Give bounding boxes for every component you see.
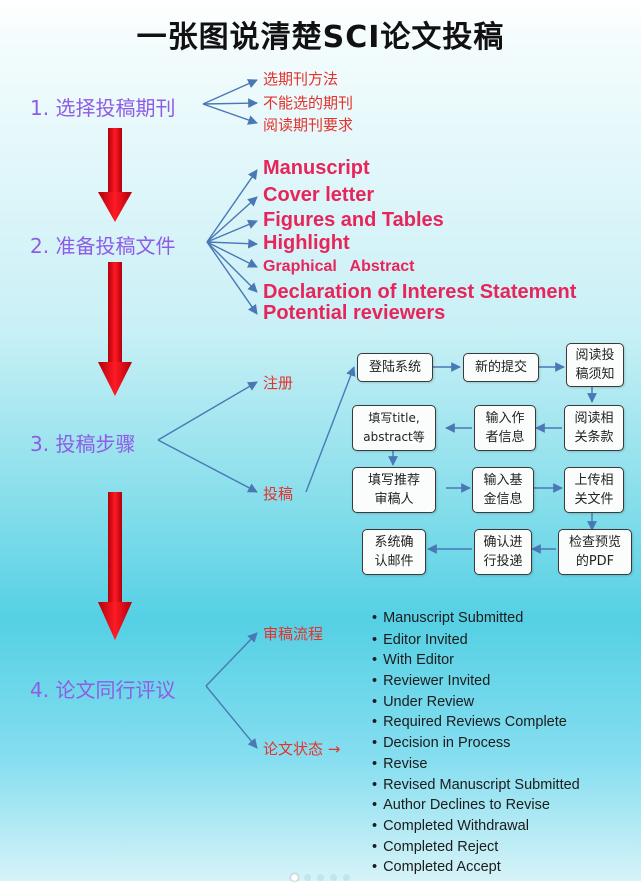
pager-dot[interactable] [343, 874, 350, 881]
process-box-text: 登陆系统 [368, 360, 421, 375]
bullet-icon: • [372, 735, 378, 751]
process-box-text: 输入基 金信息 [483, 473, 523, 507]
step-1-label: 1. 选择投稿期刊 [30, 96, 176, 120]
pager-dot[interactable] [317, 874, 324, 881]
status-text: Editor Invited [383, 632, 468, 648]
process-box-read-instructions: 阅读投 稿须知 [566, 343, 624, 387]
process-box-text: 上传相 关文件 [574, 473, 614, 507]
process-box-check-pdf: 检查预览 的PDF [558, 529, 632, 575]
process-box-text: 阅读投 稿须知 [575, 348, 615, 382]
process-box-suggest-reviewers: 填写推荐 审稿人 [352, 467, 436, 513]
step-1-item-1: 选期刊方法 [263, 70, 339, 88]
red-down-arrow-2 [98, 262, 132, 396]
pager-dot[interactable] [330, 874, 337, 881]
process-box-text: 新的提交 [474, 360, 527, 375]
status-text: Revised Manuscript Submitted [383, 777, 580, 793]
bullet-icon: • [372, 756, 378, 772]
process-box-text: 确认进 行投递 [483, 535, 523, 569]
status-item: • With Editor [372, 652, 454, 668]
red-down-arrow-3 [98, 492, 132, 640]
step-2-item-highlight: Highlight [263, 232, 350, 254]
bullet-icon: • [372, 694, 378, 710]
bullet-icon: • [372, 610, 378, 626]
process-box-confirm-submit: 确认进 行投递 [474, 529, 532, 575]
status-text: Completed Reject [383, 839, 499, 855]
status-text: Decision in Process [383, 735, 511, 751]
step-4-item-review-process: 审稿流程 [263, 625, 324, 643]
process-box-new-submission: 新的提交 [463, 353, 539, 382]
status-item: • Under Review [372, 694, 474, 710]
process-box-confirm-email: 系统确 认邮件 [362, 529, 426, 575]
status-item: • Required Reviews Complete [372, 714, 567, 730]
status-item: • Completed Reject [372, 839, 498, 855]
step-4-label: 4. 论文同行评议 [30, 678, 176, 702]
status-text: Completed Withdrawal [383, 818, 529, 834]
process-box-login: 登陆系统 [357, 353, 433, 382]
bullet-icon: • [372, 839, 378, 855]
process-box-text: 输入作 者信息 [485, 411, 525, 445]
process-box-author-info: 输入作 者信息 [474, 405, 536, 451]
status-text: Manuscript Submitted [383, 610, 524, 626]
bullet-icon: • [372, 777, 378, 793]
status-text: Completed Accept [383, 859, 501, 875]
step-2-item-manuscript: Manuscript [263, 157, 370, 179]
step-3-label: 3. 投稿步骤 [30, 432, 136, 456]
bullet-icon: • [372, 818, 378, 834]
step-2-item-reviewers: Potential reviewers [263, 302, 446, 324]
carousel-pager[interactable] [0, 866, 641, 885]
step-2-item-figures-tables: Figures and Tables [263, 209, 444, 231]
process-box-text: 填写title, abstract等 [363, 411, 425, 444]
step-2-item-cover-letter: Cover letter [263, 184, 375, 206]
bullet-icon: • [372, 797, 378, 813]
bullet-icon: • [372, 652, 378, 668]
status-item: • Reviewer Invited [372, 673, 490, 689]
status-item: • Decision in Process [372, 735, 510, 751]
status-text: Under Review [383, 694, 475, 710]
bullet-icon: • [372, 673, 378, 689]
process-box-fill-title-abstract: 填写title, abstract等 [352, 405, 436, 451]
step-4-item-paper-status: 论文状态 → [263, 740, 341, 758]
process-box-text: 阅读相 关条款 [574, 411, 614, 445]
status-item: • Completed Accept [372, 859, 501, 875]
status-item: • Revise [372, 756, 427, 772]
status-item: • Completed Withdrawal [372, 818, 529, 834]
status-text: Reviewer Invited [383, 673, 491, 689]
status-item: • Manuscript Submitted [372, 610, 523, 626]
bullet-icon: • [372, 714, 378, 730]
page-title: 一张图说清楚SCI论文投稿 [136, 20, 505, 55]
red-down-arrow-1 [98, 128, 132, 222]
status-text: With Editor [383, 652, 454, 668]
process-box-text: 检查预览 的PDF [568, 535, 621, 569]
status-text: Required Reviews Complete [383, 714, 567, 730]
status-text: Revise [383, 756, 428, 772]
bullet-icon: • [372, 632, 378, 648]
pager-dot[interactable] [304, 874, 311, 881]
bullet-icon: • [372, 859, 378, 875]
process-box-text: 系统确 认邮件 [374, 535, 414, 569]
status-text: Author Declines to Revise [383, 797, 550, 813]
status-item: • Author Declines to Revise [372, 797, 550, 813]
step-1-item-2: 不能选的期刊 [263, 94, 354, 112]
step-3-item-submit: 投稿 [263, 485, 294, 503]
step-2-item-declaration: Declaration of Interest Statement [263, 281, 577, 303]
process-box-text: 填写推荐 审稿人 [367, 473, 420, 507]
status-item: • Editor Invited [372, 632, 468, 648]
step-1-item-3: 阅读期刊要求 [263, 116, 354, 134]
process-box-funding-info: 输入基 金信息 [472, 467, 534, 513]
step-3-item-register: 注册 [263, 374, 294, 392]
step-2-label: 2. 准备投稿文件 [30, 234, 176, 258]
status-item: • Revised Manuscript Submitted [372, 777, 580, 793]
pager-dot[interactable] [291, 874, 298, 881]
process-box-read-terms: 阅读相 关条款 [564, 405, 624, 451]
process-box-upload-files: 上传相 关文件 [564, 467, 624, 513]
step-2-item-graphical-abstract: Graphical Abstract [263, 258, 415, 275]
